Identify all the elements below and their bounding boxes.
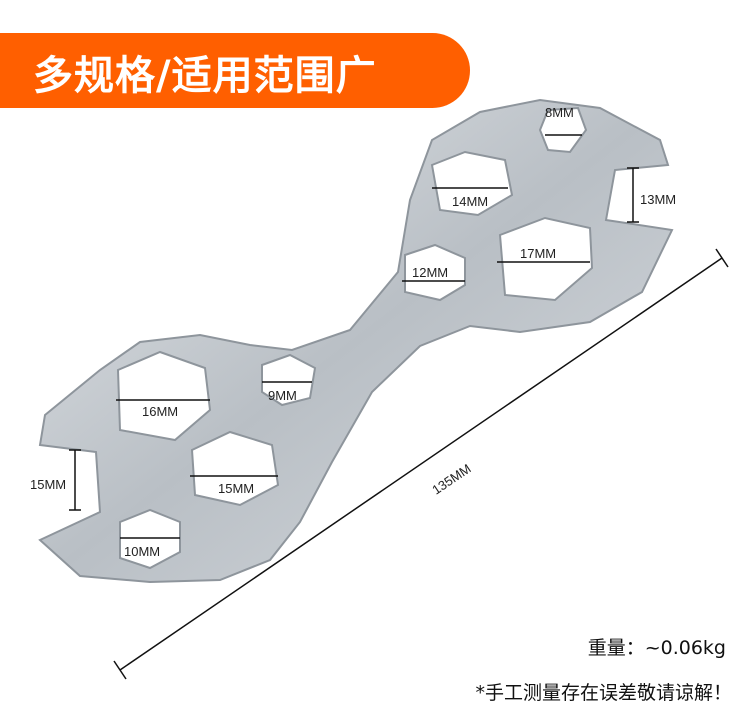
hex-holes bbox=[116, 106, 594, 570]
size-label-10mm: 10MM bbox=[124, 544, 160, 559]
size-label-17mm: 17MM bbox=[520, 246, 556, 261]
size-label-14mm: 14MM bbox=[452, 194, 488, 209]
size-label-15mm-jaw: 15MM bbox=[30, 477, 66, 492]
title-banner: 多规格/适用范围广 bbox=[0, 33, 470, 108]
size-label-15mm-hex: 15MM bbox=[218, 481, 254, 496]
size-label-13mm: 13MM bbox=[640, 192, 676, 207]
weight-spec: 重量：~0.06kg bbox=[587, 637, 726, 659]
size-label-9mm: 9MM bbox=[268, 388, 297, 403]
measurement-note: *手工测量存在误差敬请谅解！ bbox=[475, 682, 732, 704]
dimension-lines bbox=[69, 134, 729, 680]
banner-title: 多规格/适用范围广 bbox=[33, 53, 377, 99]
length-label: 135MM bbox=[429, 461, 473, 498]
size-label-16mm: 16MM bbox=[142, 404, 178, 419]
size-label-8mm: 8MM bbox=[545, 105, 574, 120]
wrench-body bbox=[38, 98, 674, 584]
size-label-12mm: 12MM bbox=[412, 265, 448, 280]
